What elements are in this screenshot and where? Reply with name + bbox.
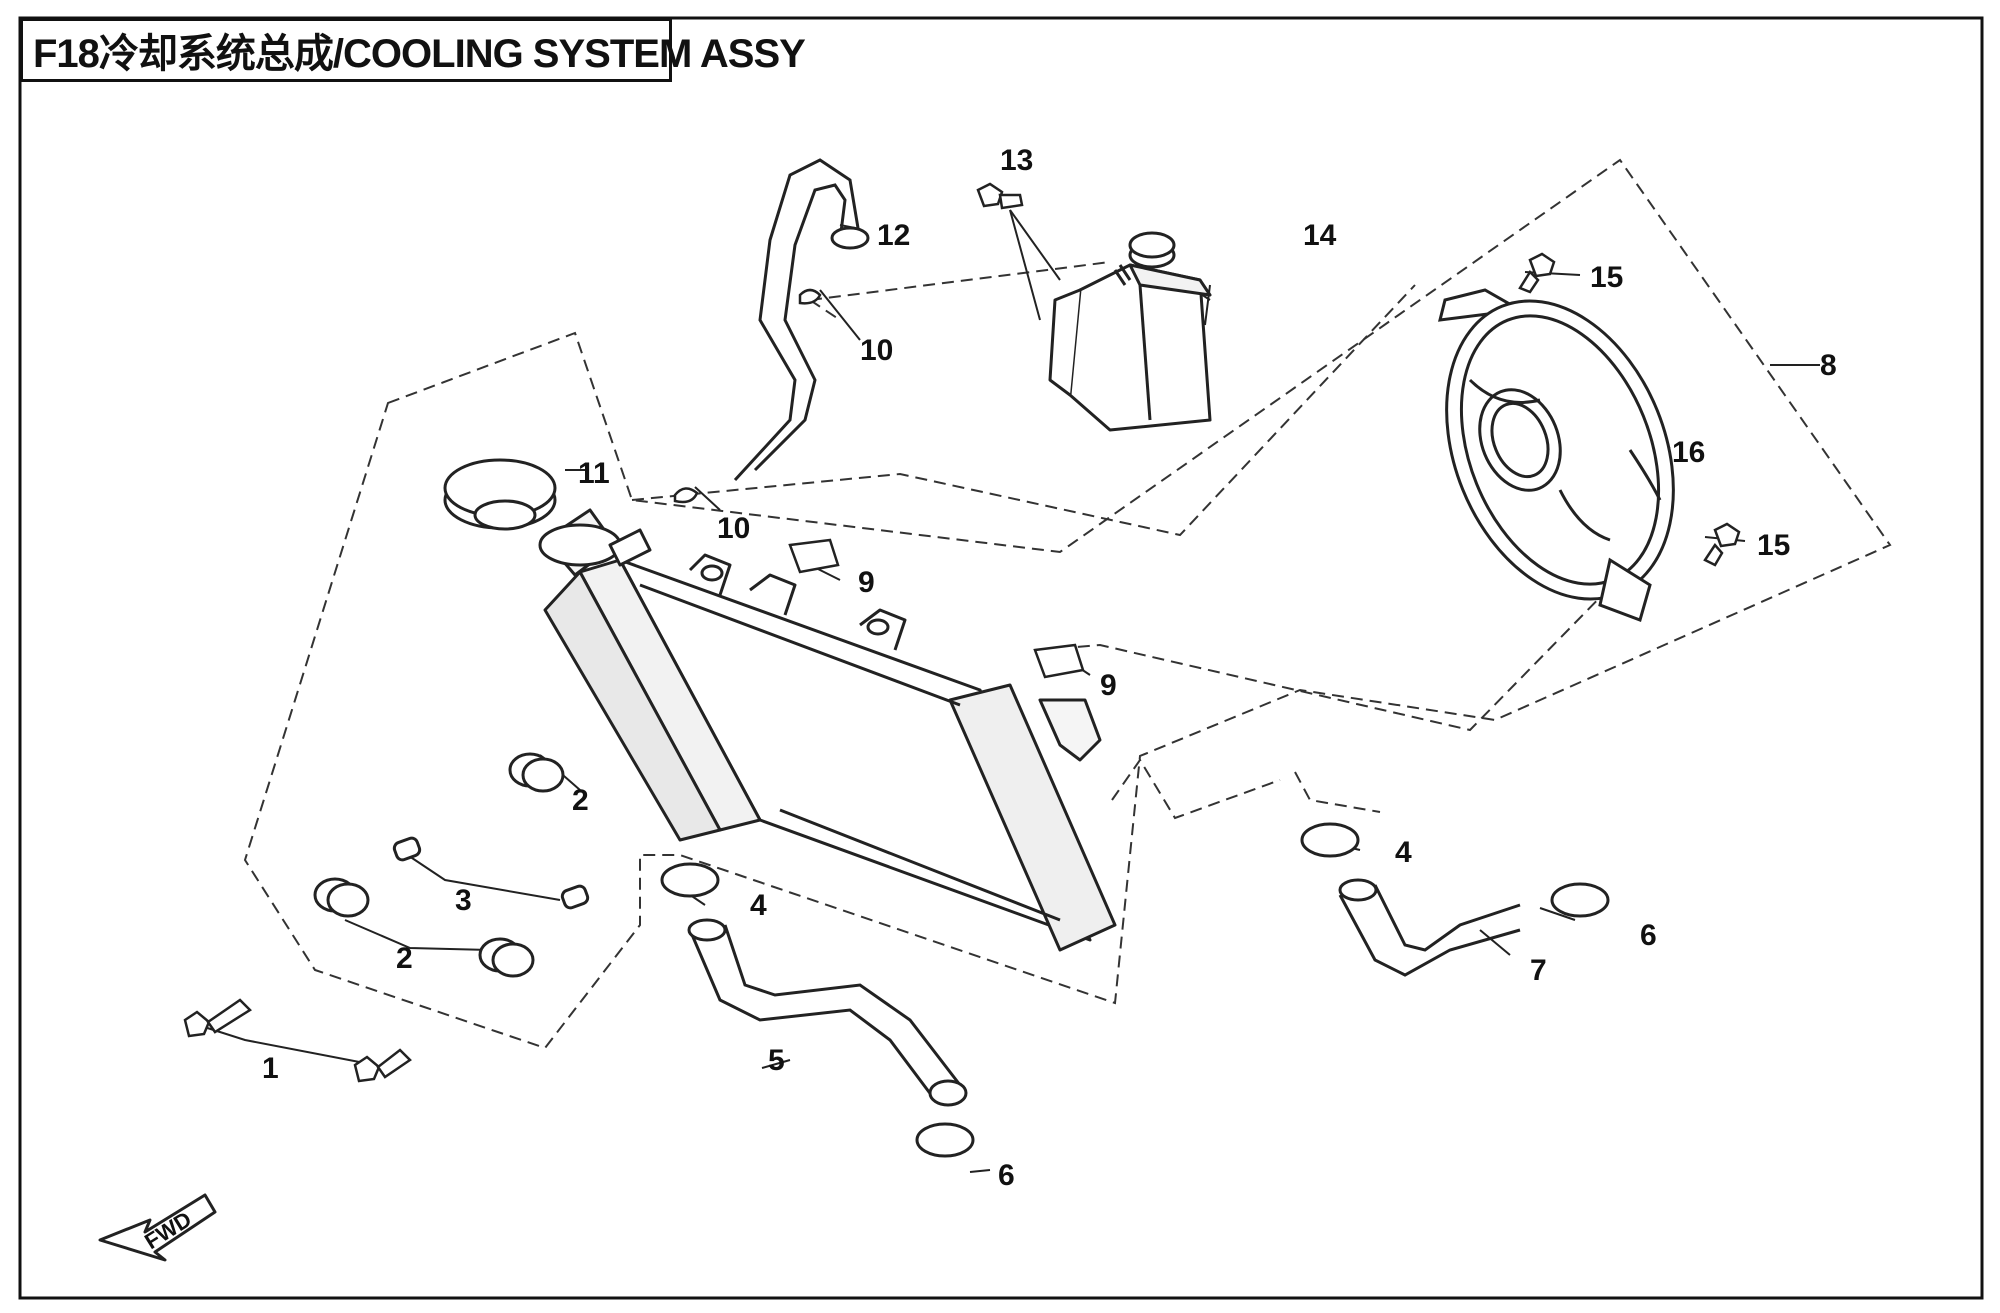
callout-5: 5: [768, 1044, 785, 1077]
callout-7: 7: [1530, 954, 1547, 987]
callout-6-bottom: 6: [998, 1159, 1015, 1192]
callout-8: 8: [1820, 349, 1837, 382]
clip-nuts: [788, 538, 1085, 679]
callout-9-upper: 9: [858, 566, 875, 599]
hose-clamps: [660, 822, 1610, 1158]
callout-10-upper: 10: [860, 334, 893, 367]
title-box: F18冷却系统总成/COOLING SYSTEM ASSY: [20, 18, 806, 82]
callout-12: 12: [877, 219, 910, 252]
grommets-and-collars: [313, 752, 590, 978]
bolts: [183, 182, 1741, 1083]
callout-3: 3: [455, 884, 472, 917]
callout-14: 14: [1303, 219, 1337, 252]
hose-clips: [673, 288, 822, 504]
fwd-arrow: FWD: [98, 1193, 217, 1262]
callout-1: 1: [262, 1052, 279, 1085]
callout-4-right: 4: [1395, 836, 1412, 869]
callout-2-lower: 2: [396, 942, 413, 975]
radiator: [538, 508, 1117, 952]
callout-10-lower: 10: [717, 512, 750, 545]
callout-11: 11: [578, 457, 610, 490]
upper-hose: [733, 158, 870, 482]
drawing-frame: [18, 16, 1984, 1300]
callout-16: 16: [1672, 436, 1705, 469]
outlet-hose: [1338, 878, 1521, 977]
radiator-cap: [443, 458, 557, 531]
callout-2-upper: 2: [572, 784, 589, 817]
reservoir-tank: [1048, 231, 1212, 432]
cooling-fan: [1438, 288, 1675, 622]
callouts: 1 2 2 3 4 4 5 6 6 7 8 9 9 10 10 11 12 13…: [262, 144, 1837, 1192]
callout-4-left: 4: [750, 889, 767, 922]
callout-13: 13: [1000, 144, 1033, 177]
callout-15-lower: 15: [1757, 529, 1790, 562]
lower-hose: [687, 918, 968, 1107]
diagram-title: F18冷却系统总成/COOLING SYSTEM ASSY: [33, 32, 806, 76]
callout-9-lower: 9: [1100, 669, 1117, 702]
callout-15-upper: 15: [1590, 261, 1623, 294]
callout-6-right: 6: [1640, 919, 1657, 952]
